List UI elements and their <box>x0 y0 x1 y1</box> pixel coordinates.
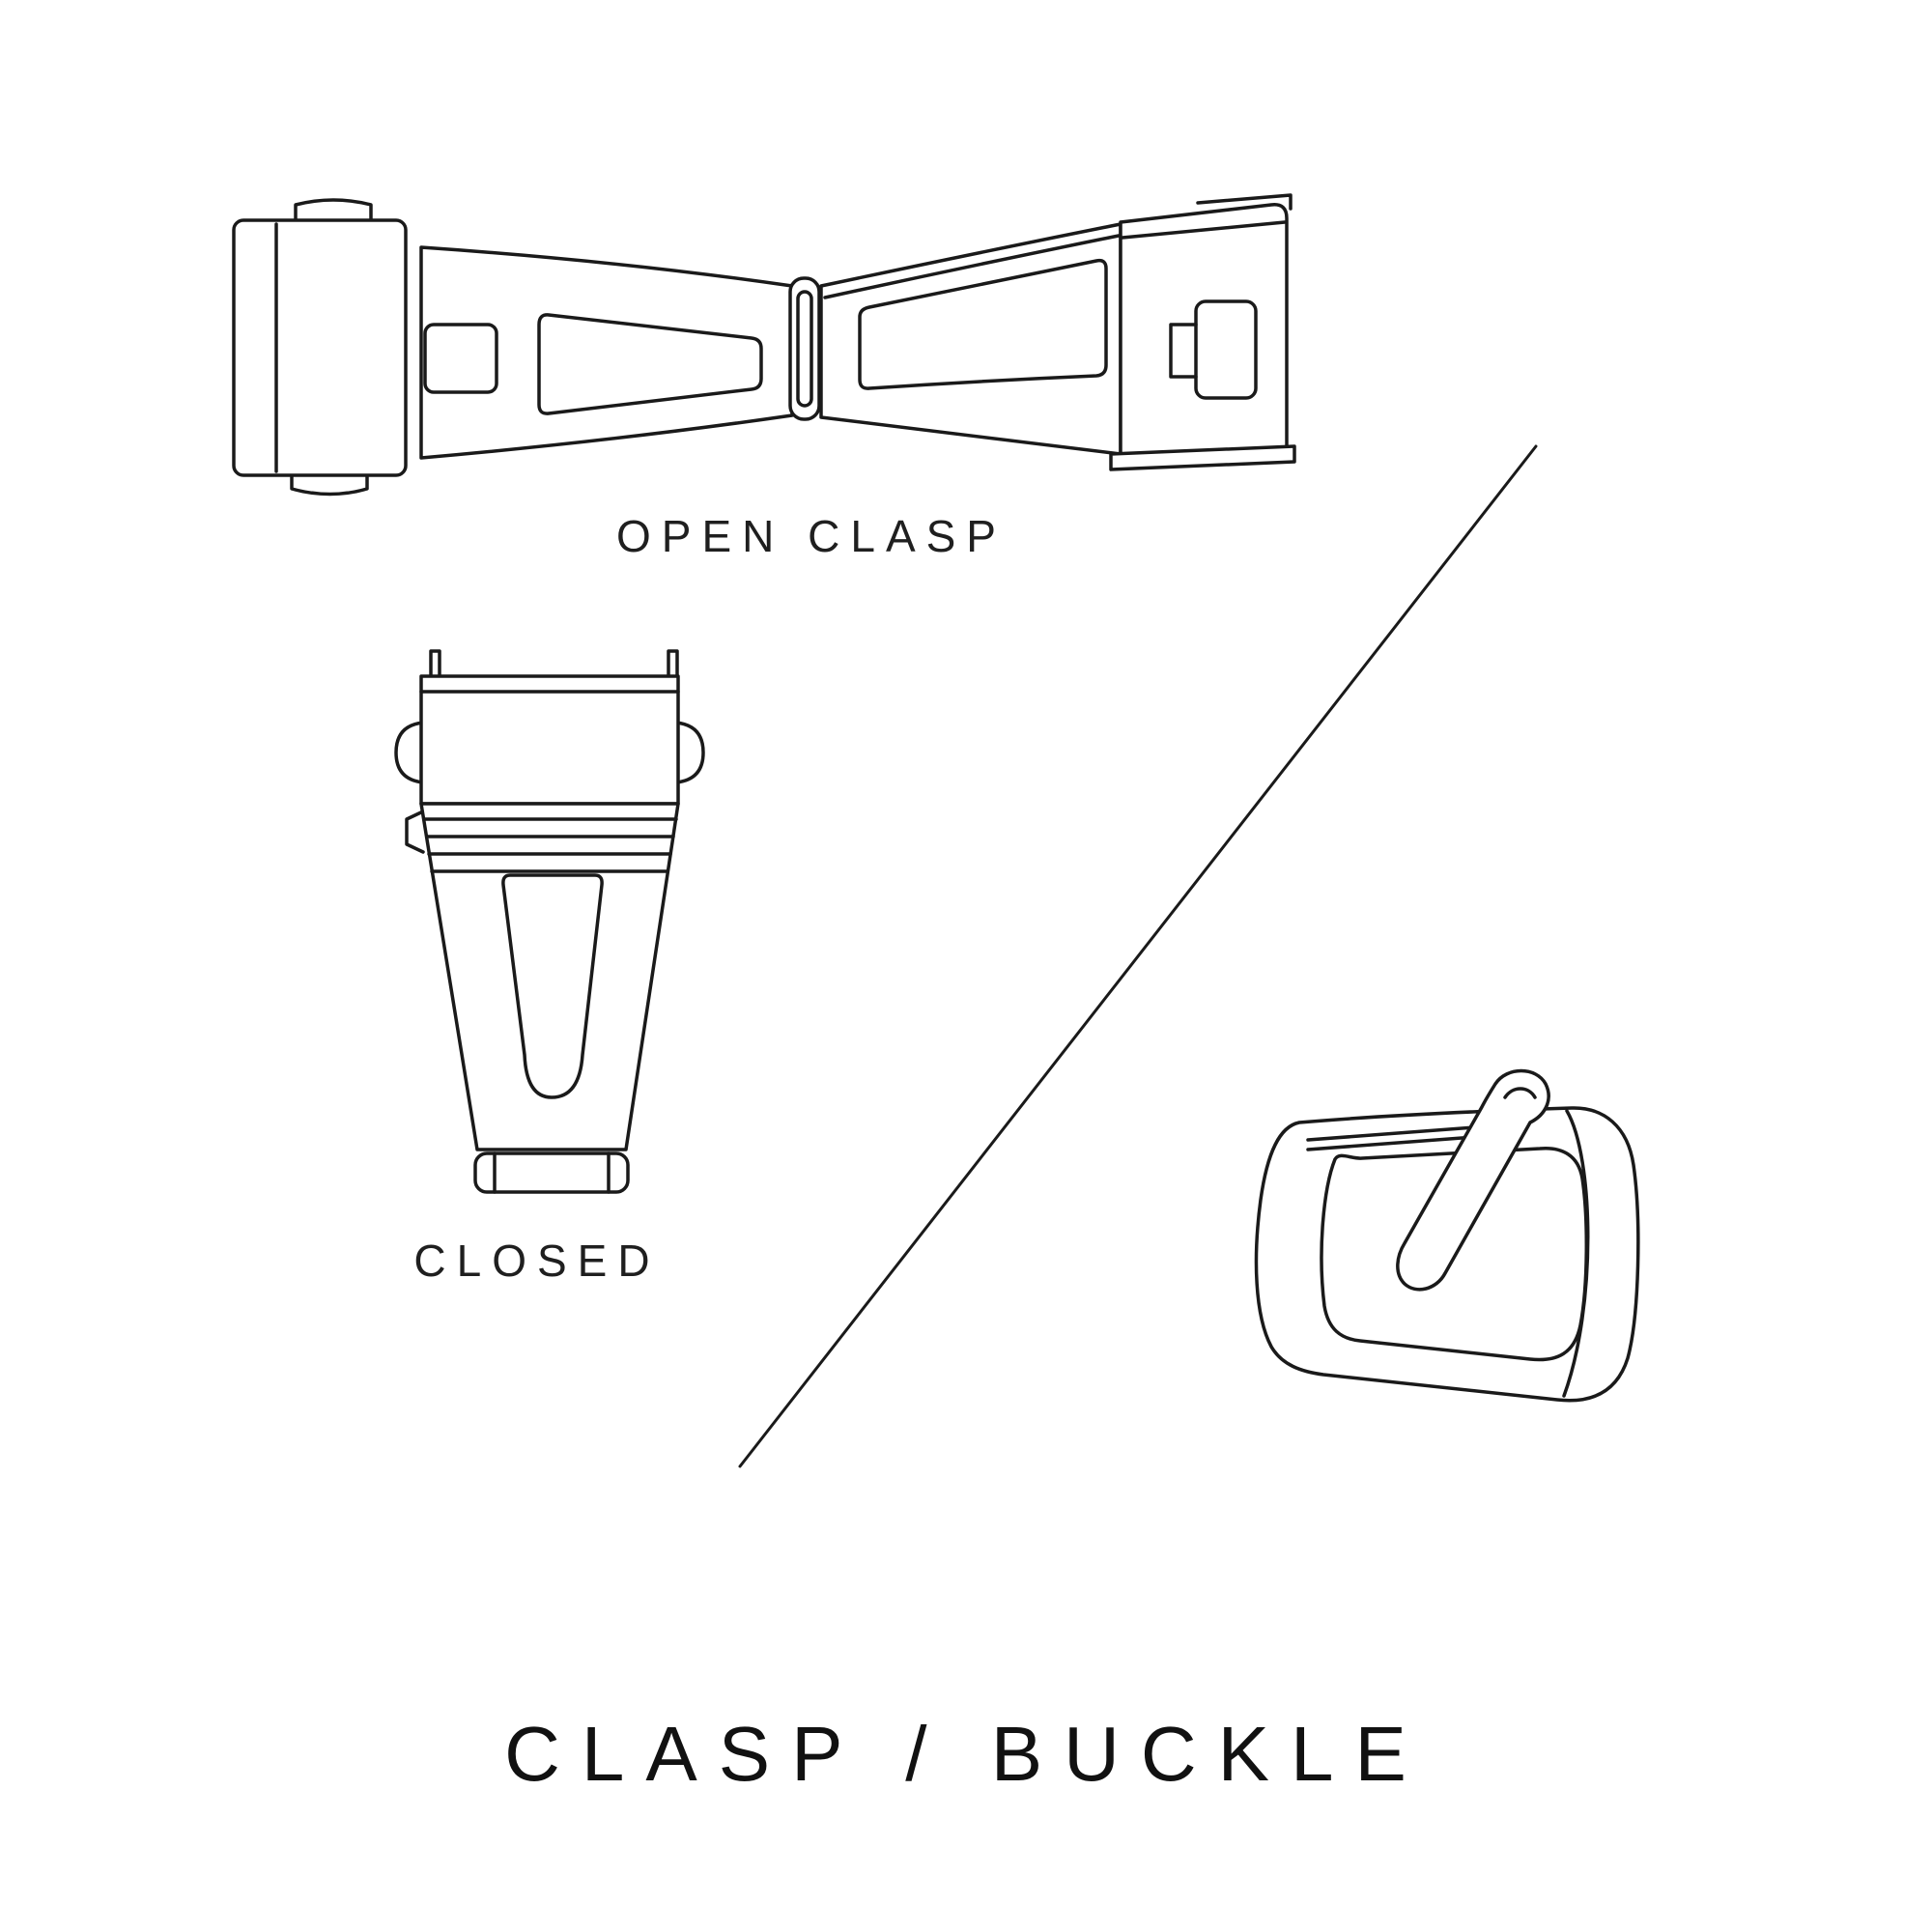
page-title: CLASP / BUCKLE <box>504 1711 1428 1797</box>
closed-clasp-label: CLOSED <box>413 1236 661 1286</box>
buckle-illustration <box>1254 1068 1640 1403</box>
diagonal-divider-line <box>738 444 1538 1468</box>
open-clasp-label: OPEN CLASP <box>616 511 1007 561</box>
open-clasp-illustration <box>232 193 1296 497</box>
closed-clasp-illustration <box>394 649 705 1194</box>
